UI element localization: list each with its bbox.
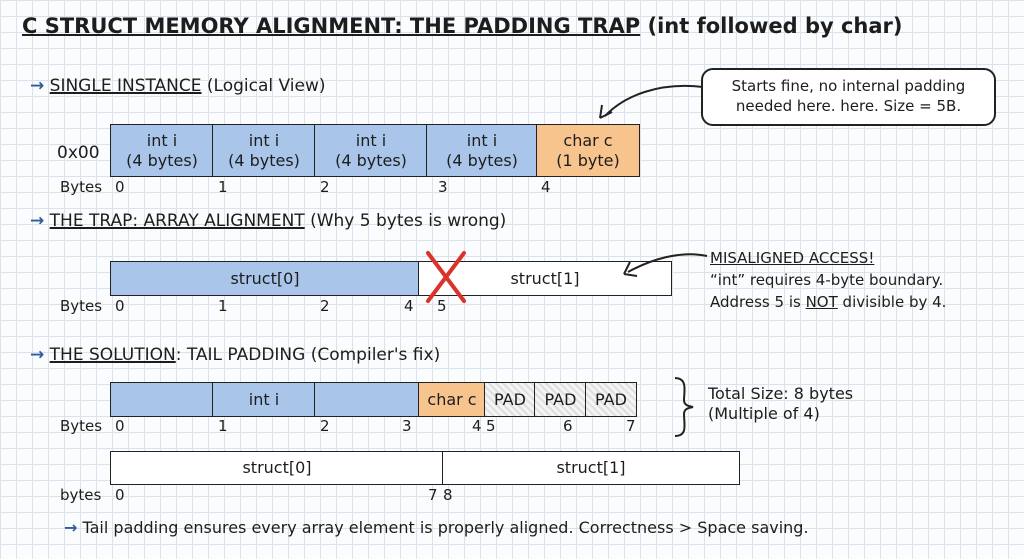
title-paren: (int followed by char) bbox=[647, 14, 903, 38]
s1-cell-int-2-size: (4 bytes) bbox=[335, 150, 407, 170]
s3-struct1-label: struct[1] bbox=[556, 458, 626, 477]
mis-title: MISALIGNED ACCESS! bbox=[710, 249, 875, 267]
s1-cell-char-name: char c bbox=[563, 130, 613, 150]
mis-line1: “int” requires 4-byte boundary. bbox=[710, 271, 944, 289]
s3-bytes2-label: bytes bbox=[60, 486, 102, 504]
s3-pad-label: PAD bbox=[544, 389, 577, 409]
s3-tick: 0 bbox=[115, 417, 125, 435]
section1-heading: SINGLE INSTANCE bbox=[49, 76, 202, 96]
page-title: C STRUCT MEMORY ALIGNMENT: THE PADDING T… bbox=[22, 14, 903, 38]
s2-struct1-label: struct[1] bbox=[510, 268, 580, 288]
s2-tick: 4 bbox=[404, 297, 414, 315]
note-pointer-arrow bbox=[604, 84, 704, 117]
section2-header: → THE TRAP: ARRAY ALIGNMENT (Why 5 bytes… bbox=[30, 211, 506, 231]
s1-tick: 1 bbox=[218, 178, 228, 196]
s3-pad-0: PAD bbox=[484, 382, 536, 417]
misaligned-note: MISALIGNED ACCESS! “int” requires 4-byte… bbox=[710, 247, 946, 313]
s3-char-label: char c bbox=[427, 389, 477, 409]
total-size-note: Total Size: 8 bytes (Multiple of 4) bbox=[708, 384, 853, 424]
address-label: 0x00 bbox=[57, 143, 100, 163]
s3-pad-2: PAD bbox=[585, 382, 637, 417]
curly-brace bbox=[674, 377, 694, 437]
section3-header: → THE SOLUTION: TAIL PADDING (Compiler's… bbox=[30, 345, 440, 365]
s3-char: char c bbox=[418, 382, 486, 417]
s3-tick: 6 bbox=[563, 417, 573, 435]
s2-tick: 2 bbox=[320, 297, 330, 315]
s1-cell-int-2-name: int i bbox=[355, 130, 387, 150]
s3-tick2: 7 bbox=[428, 486, 438, 504]
mis-line2c: divisible by 4. bbox=[837, 293, 947, 311]
s2-struct0: struct[0] bbox=[110, 261, 420, 296]
s3-struct0-label: struct[0] bbox=[242, 458, 312, 477]
s1-cell-int-1: int i (4 bytes) bbox=[212, 124, 316, 177]
s3-tick: 2 bbox=[320, 417, 330, 435]
s1-cell-char-size: (1 byte) bbox=[556, 150, 620, 170]
s2-tick: 1 bbox=[218, 297, 228, 315]
s1-tick: 4 bbox=[541, 178, 551, 196]
s1-cell-int-0: int i (4 bytes) bbox=[110, 124, 214, 177]
s3-tick: 3 bbox=[402, 417, 412, 435]
s3-pad-1: PAD bbox=[534, 382, 587, 417]
section1-header: → SINGLE INSTANCE (Logical View) bbox=[30, 76, 326, 96]
s3-int-seg-0 bbox=[110, 382, 214, 417]
s3-int-seg-1: int i bbox=[212, 382, 316, 417]
title-main: C STRUCT MEMORY ALIGNMENT: THE PADDING T… bbox=[22, 14, 641, 38]
s1-tick: 3 bbox=[438, 178, 448, 196]
s3-tick: 1 bbox=[218, 417, 228, 435]
s1-cell-int-0-name: int i bbox=[146, 130, 178, 150]
s3-bytes-label: Bytes bbox=[60, 417, 103, 435]
s3-tick2: 8 bbox=[443, 486, 453, 504]
s1-cell-int-1-size: (4 bytes) bbox=[228, 150, 300, 170]
footer-text: Tail padding ensures every array element… bbox=[82, 518, 809, 537]
section3-heading: THE SOLUTION bbox=[49, 345, 176, 365]
mis-line2a: Address 5 is bbox=[710, 293, 806, 311]
note-line1: Starts fine, no internal padding bbox=[731, 77, 966, 95]
s3-struct1: struct[1] bbox=[442, 451, 740, 485]
section2-sub: (Why 5 bytes is wrong) bbox=[310, 211, 507, 231]
s3-tick2: 0 bbox=[115, 486, 125, 504]
s3-tick: 7 bbox=[626, 417, 636, 435]
note-line2: needed here. here. Size = 5B. bbox=[735, 97, 962, 115]
s1-bytes-label: Bytes bbox=[60, 178, 103, 196]
s1-cell-int-1-name: int i bbox=[248, 130, 280, 150]
mis-not: NOT bbox=[805, 293, 838, 311]
total-line1: Total Size: 8 bytes bbox=[708, 384, 854, 403]
arrow-right-icon: → bbox=[30, 345, 45, 365]
note-box: Starts fine, no internal padding needed … bbox=[701, 68, 996, 126]
note-pointer-arrowhead bbox=[599, 104, 613, 119]
s2-bytes-label: Bytes bbox=[60, 297, 103, 315]
s1-cell-int-2: int i (4 bytes) bbox=[314, 124, 428, 177]
section1-sub: (Logical View) bbox=[206, 76, 326, 96]
section3-sub: : TAIL PADDING (Compiler's fix) bbox=[175, 345, 441, 365]
s2-struct1: struct[1] bbox=[418, 261, 672, 296]
misaligned-pointer-arrow bbox=[627, 253, 708, 273]
section2-heading: THE TRAP: ARRAY ALIGNMENT bbox=[49, 211, 305, 231]
arrow-right-icon: → bbox=[30, 76, 45, 96]
s3-tick: 5 bbox=[486, 417, 496, 435]
total-line2: (Multiple of 4) bbox=[708, 404, 820, 423]
misaligned-pointer-arrowhead bbox=[623, 261, 638, 277]
s1-tick: 2 bbox=[320, 178, 330, 196]
s3-struct0: struct[0] bbox=[110, 451, 444, 485]
s3-pad-label: PAD bbox=[595, 389, 627, 409]
arrow-right-icon: → bbox=[64, 518, 78, 537]
s1-cell-char: char c (1 byte) bbox=[536, 124, 640, 177]
s2-tick: 5 bbox=[437, 297, 447, 315]
s3-pad-label: PAD bbox=[494, 389, 526, 409]
s3-tick: 4 bbox=[472, 417, 482, 435]
arrow-right-icon: → bbox=[30, 211, 45, 231]
s1-cell-int-3-size: (4 bytes) bbox=[446, 150, 518, 170]
mis-line2: Address 5 is NOT divisible by 4. bbox=[710, 291, 946, 313]
footer: → Tail padding ensures every array eleme… bbox=[64, 518, 809, 537]
s1-cell-int-0-size: (4 bytes) bbox=[126, 150, 198, 170]
s3-int-label: int i bbox=[248, 389, 280, 409]
s2-tick: 0 bbox=[115, 297, 125, 315]
cross-icon bbox=[426, 251, 466, 303]
s2-struct0-label: struct[0] bbox=[230, 268, 300, 288]
s1-cell-int-3-name: int i bbox=[466, 130, 498, 150]
s1-tick: 0 bbox=[115, 178, 125, 196]
